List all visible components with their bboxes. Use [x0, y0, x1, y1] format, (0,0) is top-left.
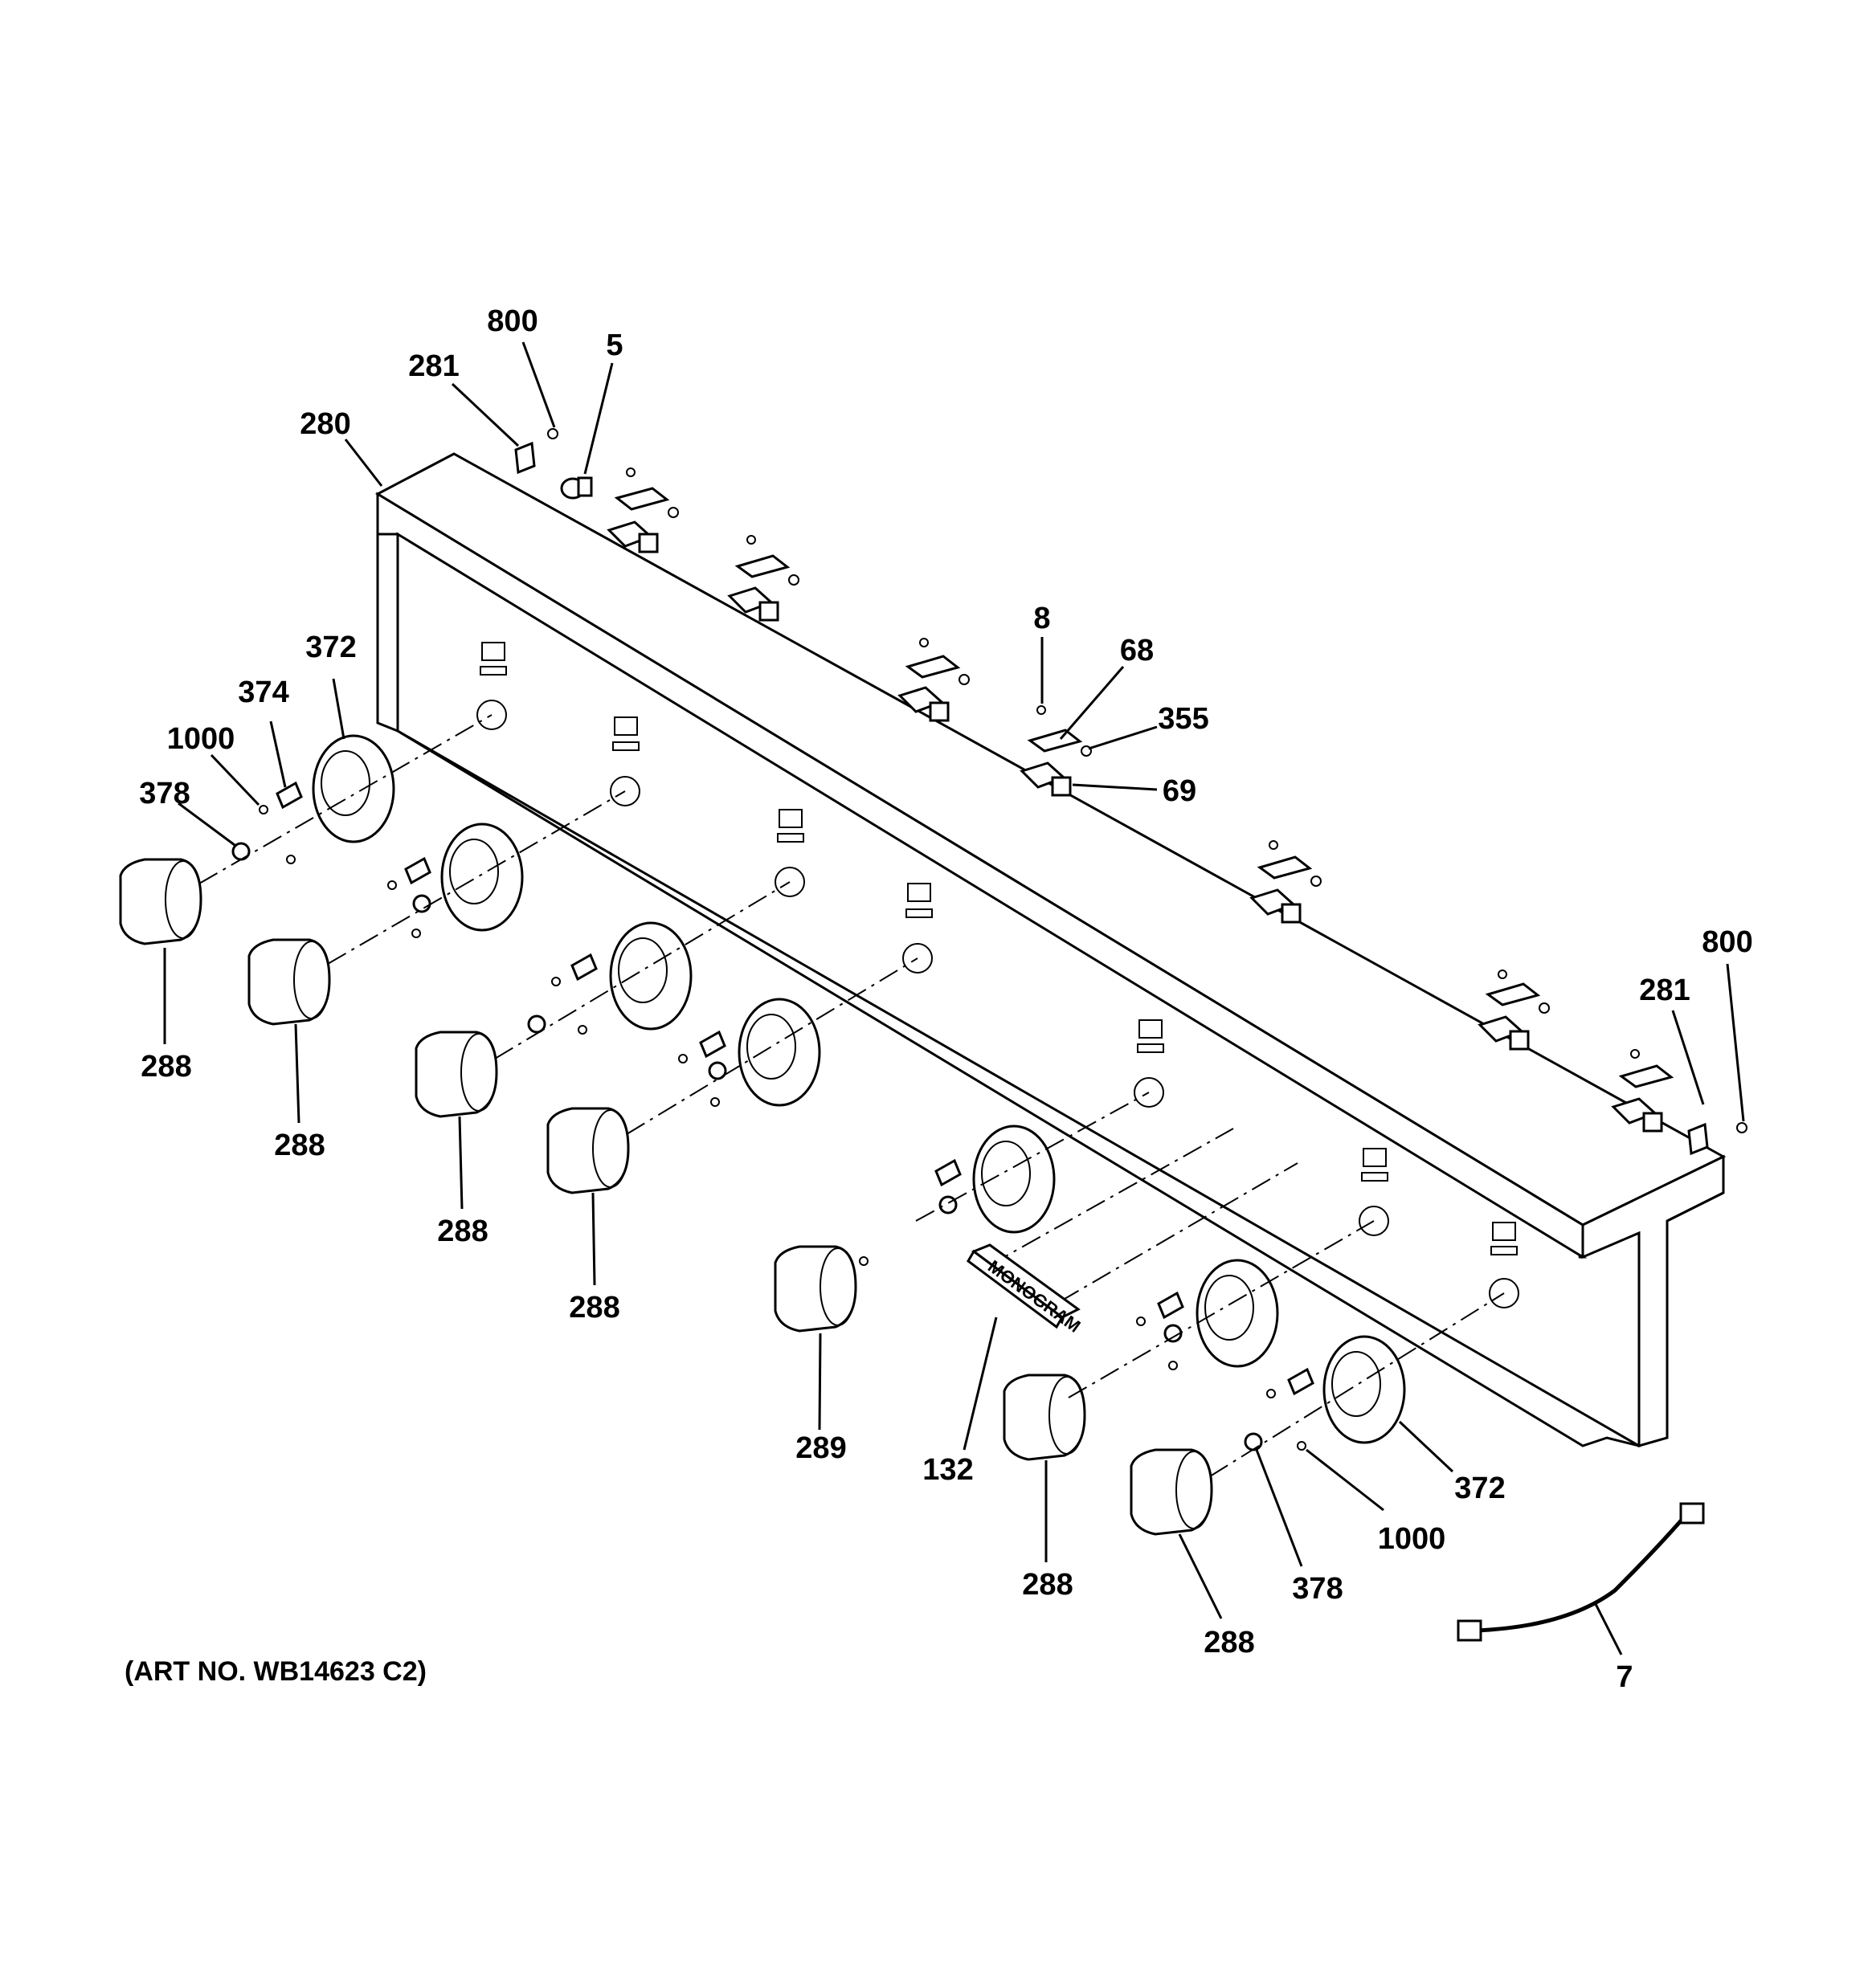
switch-assembly-68-69	[1020, 705, 1092, 797]
small-hardware	[231, 781, 1314, 1451]
nameplate-132: MONOGRAM	[967, 1243, 1085, 1337]
label-800-right: 800	[1702, 925, 1752, 959]
mounting-bracket-281-top	[514, 428, 558, 475]
alignment-lines	[198, 714, 1505, 1477]
label-280: 280	[300, 407, 350, 441]
knob-288	[546, 1107, 630, 1194]
valve-opening	[902, 883, 933, 974]
switch-assembly	[1611, 1064, 1674, 1133]
knob-bezels-372	[312, 734, 1406, 1444]
knob-288	[119, 858, 202, 945]
label-288-a: 288	[141, 1050, 191, 1084]
switch-assembly	[1249, 855, 1322, 924]
label-372-left: 372	[305, 631, 356, 664]
bezel	[312, 734, 395, 843]
bezel	[1322, 1335, 1406, 1444]
art-number: (ART NO. WB14623 C2)	[125, 1656, 427, 1687]
valve-opening	[1134, 1019, 1164, 1108]
switch-assembly	[607, 487, 679, 553]
label-288-e: 288	[1022, 1568, 1073, 1602]
label-7: 7	[1616, 1660, 1633, 1694]
switch-assemblies	[607, 467, 1674, 1133]
label-800-top: 800	[487, 304, 538, 338]
label-355: 355	[1158, 702, 1208, 736]
panel-valve-openings	[476, 642, 1519, 1308]
valve-opening	[1489, 1222, 1519, 1308]
valve-opening	[476, 642, 507, 730]
knob-288	[415, 1031, 498, 1118]
label-374: 374	[238, 676, 288, 709]
knob-288	[247, 938, 331, 1026]
label-8: 8	[1033, 602, 1050, 635]
label-68: 68	[1120, 634, 1154, 667]
label-69: 69	[1163, 774, 1196, 808]
label-288-d: 288	[569, 1291, 619, 1325]
control-panel-280	[374, 452, 1727, 1447]
label-281-top: 281	[408, 349, 459, 383]
knob-288	[1003, 1374, 1086, 1461]
knob-288	[1130, 1448, 1213, 1536]
knob-289	[774, 1245, 869, 1333]
label-5: 5	[606, 329, 623, 362]
part-labels: 800 5 281 280 372 374 1000 378 288 288 2…	[139, 304, 1752, 1694]
indicator-light-5	[560, 476, 593, 500]
label-1000-right: 1000	[1378, 1522, 1446, 1556]
label-288-b: 288	[274, 1129, 325, 1162]
wire-harness-7	[1457, 1502, 1705, 1642]
label-372-right: 372	[1454, 1472, 1505, 1505]
mounting-bracket-281-right	[1687, 1122, 1747, 1156]
label-378-left: 378	[139, 777, 190, 810]
bezel	[440, 823, 524, 932]
bezel	[1196, 1259, 1279, 1368]
valve-opening	[610, 716, 640, 806]
label-132: 132	[922, 1453, 973, 1487]
label-378-right: 378	[1292, 1572, 1343, 1606]
label-281-right: 281	[1639, 974, 1690, 1007]
label-1000-left: 1000	[167, 722, 235, 756]
bezel	[738, 998, 821, 1107]
leader-lines	[163, 341, 1745, 1655]
switch-assembly	[897, 655, 970, 722]
label-289: 289	[795, 1431, 846, 1465]
control-knobs	[119, 858, 1213, 1536]
valve-opening	[775, 809, 805, 897]
bezel	[609, 921, 693, 1031]
switch-assembly	[1478, 982, 1550, 1051]
label-288-f: 288	[1204, 1626, 1254, 1659]
valve-opening	[1359, 1148, 1389, 1236]
bezel	[972, 1125, 1056, 1234]
label-288-c: 288	[437, 1214, 488, 1248]
switch-assembly	[727, 554, 799, 622]
